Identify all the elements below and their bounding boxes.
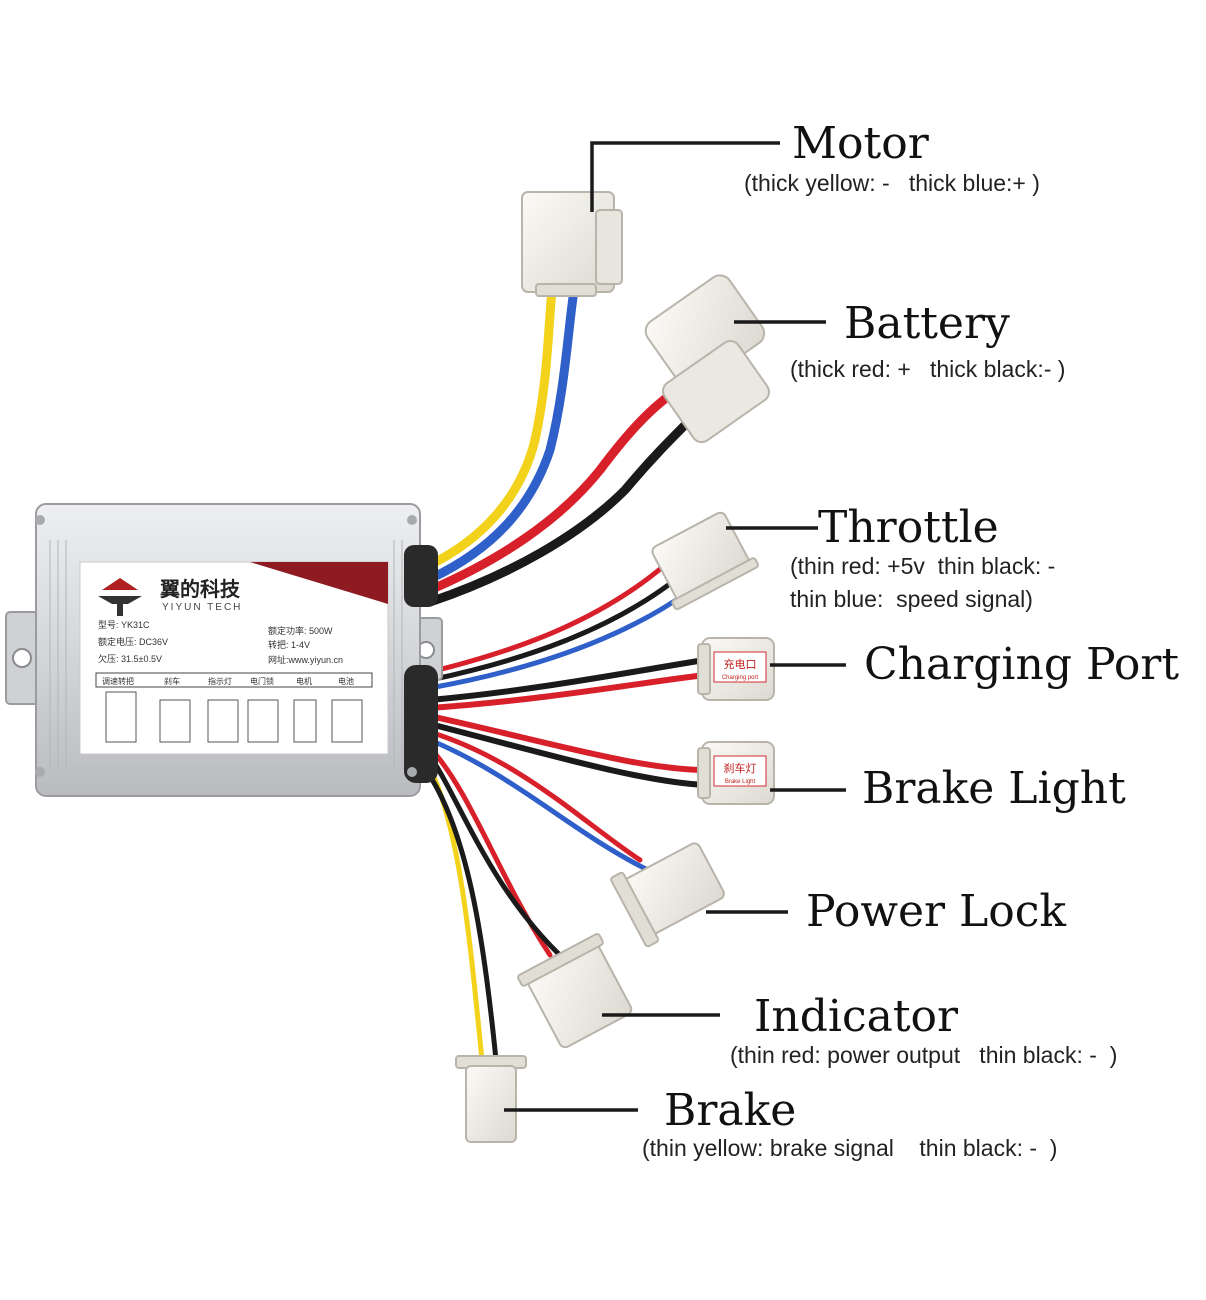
wires [425, 285, 708, 1063]
pin-header-label: 指示灯 [208, 676, 232, 686]
pin-header-label: 电机 [296, 676, 312, 686]
brakelight-tag-en: Brake Light [725, 779, 756, 785]
grommet-top [404, 545, 438, 607]
brake-connector [455, 1055, 527, 1143]
charging-tag-cn: 充电口 [724, 657, 757, 671]
pin-header-label: 电池 [338, 676, 354, 686]
label-motor: Motor [792, 118, 929, 169]
brand-cn: 翼的科技 [159, 577, 241, 601]
brand-logo-icon [98, 578, 142, 616]
spec-undervoltage: 欠压: 31.5±0.5V [98, 653, 162, 664]
brakelight-wire-red [427, 713, 708, 773]
spec-throttle-range: 转把: 1-4V [268, 639, 310, 650]
brakelight-tag-cn: 刹车灯 [724, 761, 757, 775]
label-throttle: Throttle [818, 502, 999, 553]
motor-leader [590, 141, 780, 212]
charging-tag-en: Charging port [722, 675, 759, 681]
desc-throttle-2: thin blue: speed signal) [790, 586, 1033, 612]
label-charging-port: Charging Port [864, 639, 1180, 690]
throttle-wire-blue [427, 589, 691, 691]
label-power-lock: Power Lock [806, 886, 1067, 937]
pin-table [95, 672, 373, 688]
desc-motor: (thick yellow: - thick blue:+ ) [744, 170, 1040, 196]
battery-wire-black [425, 415, 695, 607]
battery-connector [644, 274, 770, 444]
desc-throttle: (thin red: +5v thin black: - [790, 553, 1056, 579]
motor-wire-blue [427, 285, 579, 583]
powerlock-wire-blue [427, 737, 655, 875]
throttle-wire-black [427, 577, 678, 683]
plate-red-stripe [250, 562, 388, 604]
label-brake-light: Brake Light [862, 763, 1126, 814]
motor-connector [521, 191, 623, 297]
label-indicator: Indicator [754, 991, 959, 1042]
brake-wire-black [427, 773, 499, 1063]
spec-power: 额定功率: 500W [268, 625, 333, 636]
indicator-connector [517, 933, 633, 1049]
leader-lines [504, 141, 846, 1112]
pin-header-label: 刹车 [164, 676, 180, 686]
brand-en: YIYUN TECH [162, 602, 242, 613]
spec-model: 型号: YK31C [98, 620, 150, 630]
pin-glyphs [105, 691, 363, 743]
pin-header-labels: 调速转把 刹车 指示灯 电门锁 电机 电池 [102, 676, 354, 686]
label-brake: Brake [664, 1085, 797, 1136]
indicator-wire-black [427, 753, 568, 963]
powerlock-connector [610, 842, 725, 948]
charging-wire-black [427, 657, 708, 703]
desc-brake: (thin yellow: brake signal thin black: -… [642, 1135, 1058, 1161]
plug-tags: 充电口 Charging port 刹车灯 Brake Light [713, 651, 767, 787]
powerlock-wire-red [427, 729, 643, 863]
grommet-bottom [404, 665, 438, 783]
brakelight-wire-black [427, 721, 708, 788]
spec-website: 网址:www.yiyun.cn [268, 654, 343, 665]
throttle-connector [651, 511, 759, 611]
desc-indicator: (thin red: power output thin black: - ) [730, 1042, 1118, 1068]
charging-wire-red [427, 672, 708, 711]
desc-battery: (thick red: + thick black:- ) [790, 356, 1066, 382]
label-battery: Battery [844, 298, 1010, 349]
pin-header-label: 电门锁 [250, 676, 274, 686]
spec-voltage: 额定电压: DC36V [98, 636, 168, 647]
controller-box: 翼的科技 YIYUN TECH 型号: YK31C 额定电压: DC36V 欠压… [5, 503, 443, 797]
connectors [455, 191, 775, 1143]
battery-wire-red [425, 390, 675, 595]
motor-wire-yellow [425, 285, 557, 570]
pin-header-label: 调速转把 [102, 676, 134, 686]
throttle-wire-red [427, 562, 668, 675]
label-plate [79, 561, 389, 755]
